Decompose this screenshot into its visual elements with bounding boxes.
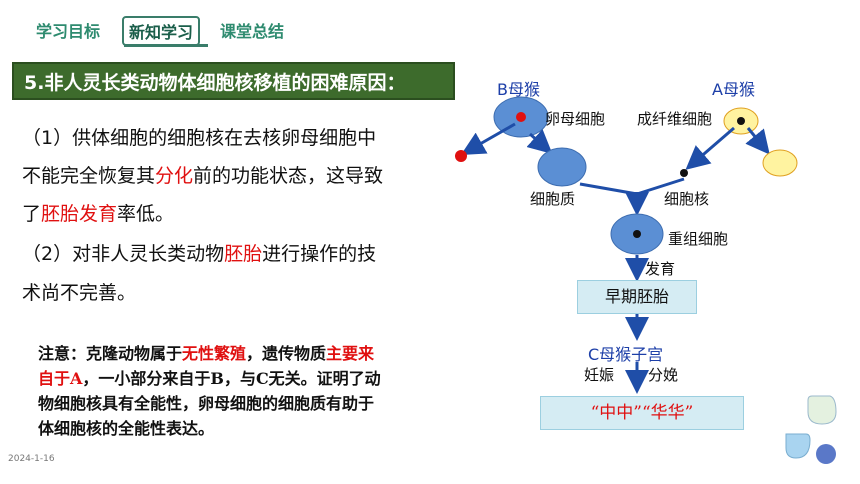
label-b-monkey: B母猴 — [497, 80, 540, 99]
merge-right-line — [636, 177, 685, 196]
label-delivery: 分娩 — [648, 366, 679, 384]
label-development: 发育 — [645, 260, 676, 278]
fibroblast-remainder-cell — [762, 149, 798, 177]
point1-line1: （1）供体细胞的细胞核在去核卵母细胞中 — [22, 127, 377, 149]
label-pregnancy: 妊娠 — [584, 366, 615, 384]
merge-left-line — [579, 182, 638, 196]
cytoplasm-cell — [537, 147, 587, 187]
decor-circle-shape — [816, 444, 836, 464]
to-nucleus-arrow — [685, 126, 735, 170]
remove-nucleus-arrow — [460, 122, 516, 155]
label-cytoplasm: 细胞质 — [530, 190, 576, 208]
label-recombined-cell: 重组细胞 — [668, 230, 729, 248]
early-embryo-box: 早期胚胎 — [577, 280, 697, 314]
tab-learning-goals[interactable]: 学习目标 — [36, 22, 101, 41]
keyword-embryo: 胚胎 — [224, 243, 263, 265]
decor-leaf-shape — [807, 395, 837, 425]
keyword-embryo-development: 胚胎发育 — [41, 203, 118, 225]
active-tab-underline — [124, 44, 208, 47]
slide-date: 2024-1-16 — [8, 454, 55, 464]
note-line4: 体细胞核的全能性表达。 — [38, 419, 215, 438]
point2-line1-c: 进行操作的技 — [262, 243, 377, 265]
section-title: 5.非人灵长类动物体细胞核移植的困难原因： — [12, 62, 455, 100]
keyword-asexual: 无性繁殖 — [182, 344, 247, 363]
keyword-from-a: 自于A — [38, 369, 83, 388]
fibroblast-split-arrow — [745, 127, 770, 155]
point2-line2: 术尚不完善。 — [22, 282, 137, 304]
oocyte-nucleus — [516, 112, 526, 122]
tab-class-summary[interactable]: 课堂总结 — [220, 22, 285, 41]
point1-line2: 不能完全恢复其分化前的功能状态，这导致 — [22, 166, 383, 186]
note-line1: 注意：克隆动物属于无性繁殖，遗传物质主要来 — [38, 344, 374, 364]
label-result: “中中”“华华” — [590, 403, 694, 423]
keyword-mainly-from: 主要来 — [326, 344, 375, 363]
note-line3: 物细胞核具有全能性，卵母细胞的细胞质有助于 — [38, 394, 375, 413]
decor-drop-shape — [785, 433, 811, 459]
point2-line1-a: （2）对非人灵长类动物 — [22, 243, 225, 265]
recombined-nucleus — [633, 230, 641, 238]
label-a-monkey: A母猴 — [712, 80, 755, 99]
note-line1-c: ，遗传物质 — [246, 344, 327, 363]
to-cytoplasm-arrow — [526, 129, 553, 154]
label-fibroblast: 成纤维细胞 — [637, 110, 713, 128]
label-oocyte: 卵母细胞 — [545, 110, 606, 128]
point1-line2-a: 不能完全恢复其 — [22, 165, 156, 187]
result-box: “中中”“华华” — [540, 396, 744, 430]
note-line2: 自于A，一小部分来自于B，与C无关。证明了动 — [38, 369, 381, 389]
fibroblast-nucleus — [737, 117, 745, 125]
label-c-uterus: C母猴子宫 — [588, 345, 664, 364]
keyword-differentiation: 分化 — [155, 165, 194, 187]
point1-line3: 了胚胎发育率低。 — [22, 204, 174, 224]
note-line1-a: 注意：克隆动物属于 — [38, 344, 183, 363]
label-early-embryo: 早期胚胎 — [604, 287, 669, 306]
note-line2-b: ，一小部分来自于B，与C无关。证明了动 — [82, 369, 381, 388]
point2-line1: （2）对非人灵长类动物胚胎进行操作的技 — [22, 244, 376, 264]
point1-line2-c: 前的功能状态，这导致 — [193, 165, 384, 187]
removed-nucleus — [455, 150, 467, 162]
point1-line3-a: 了 — [22, 203, 42, 225]
donor-nucleus — [680, 169, 688, 177]
label-nucleus: 细胞核 — [664, 190, 710, 208]
point1-line3-c: 率低。 — [117, 203, 175, 225]
